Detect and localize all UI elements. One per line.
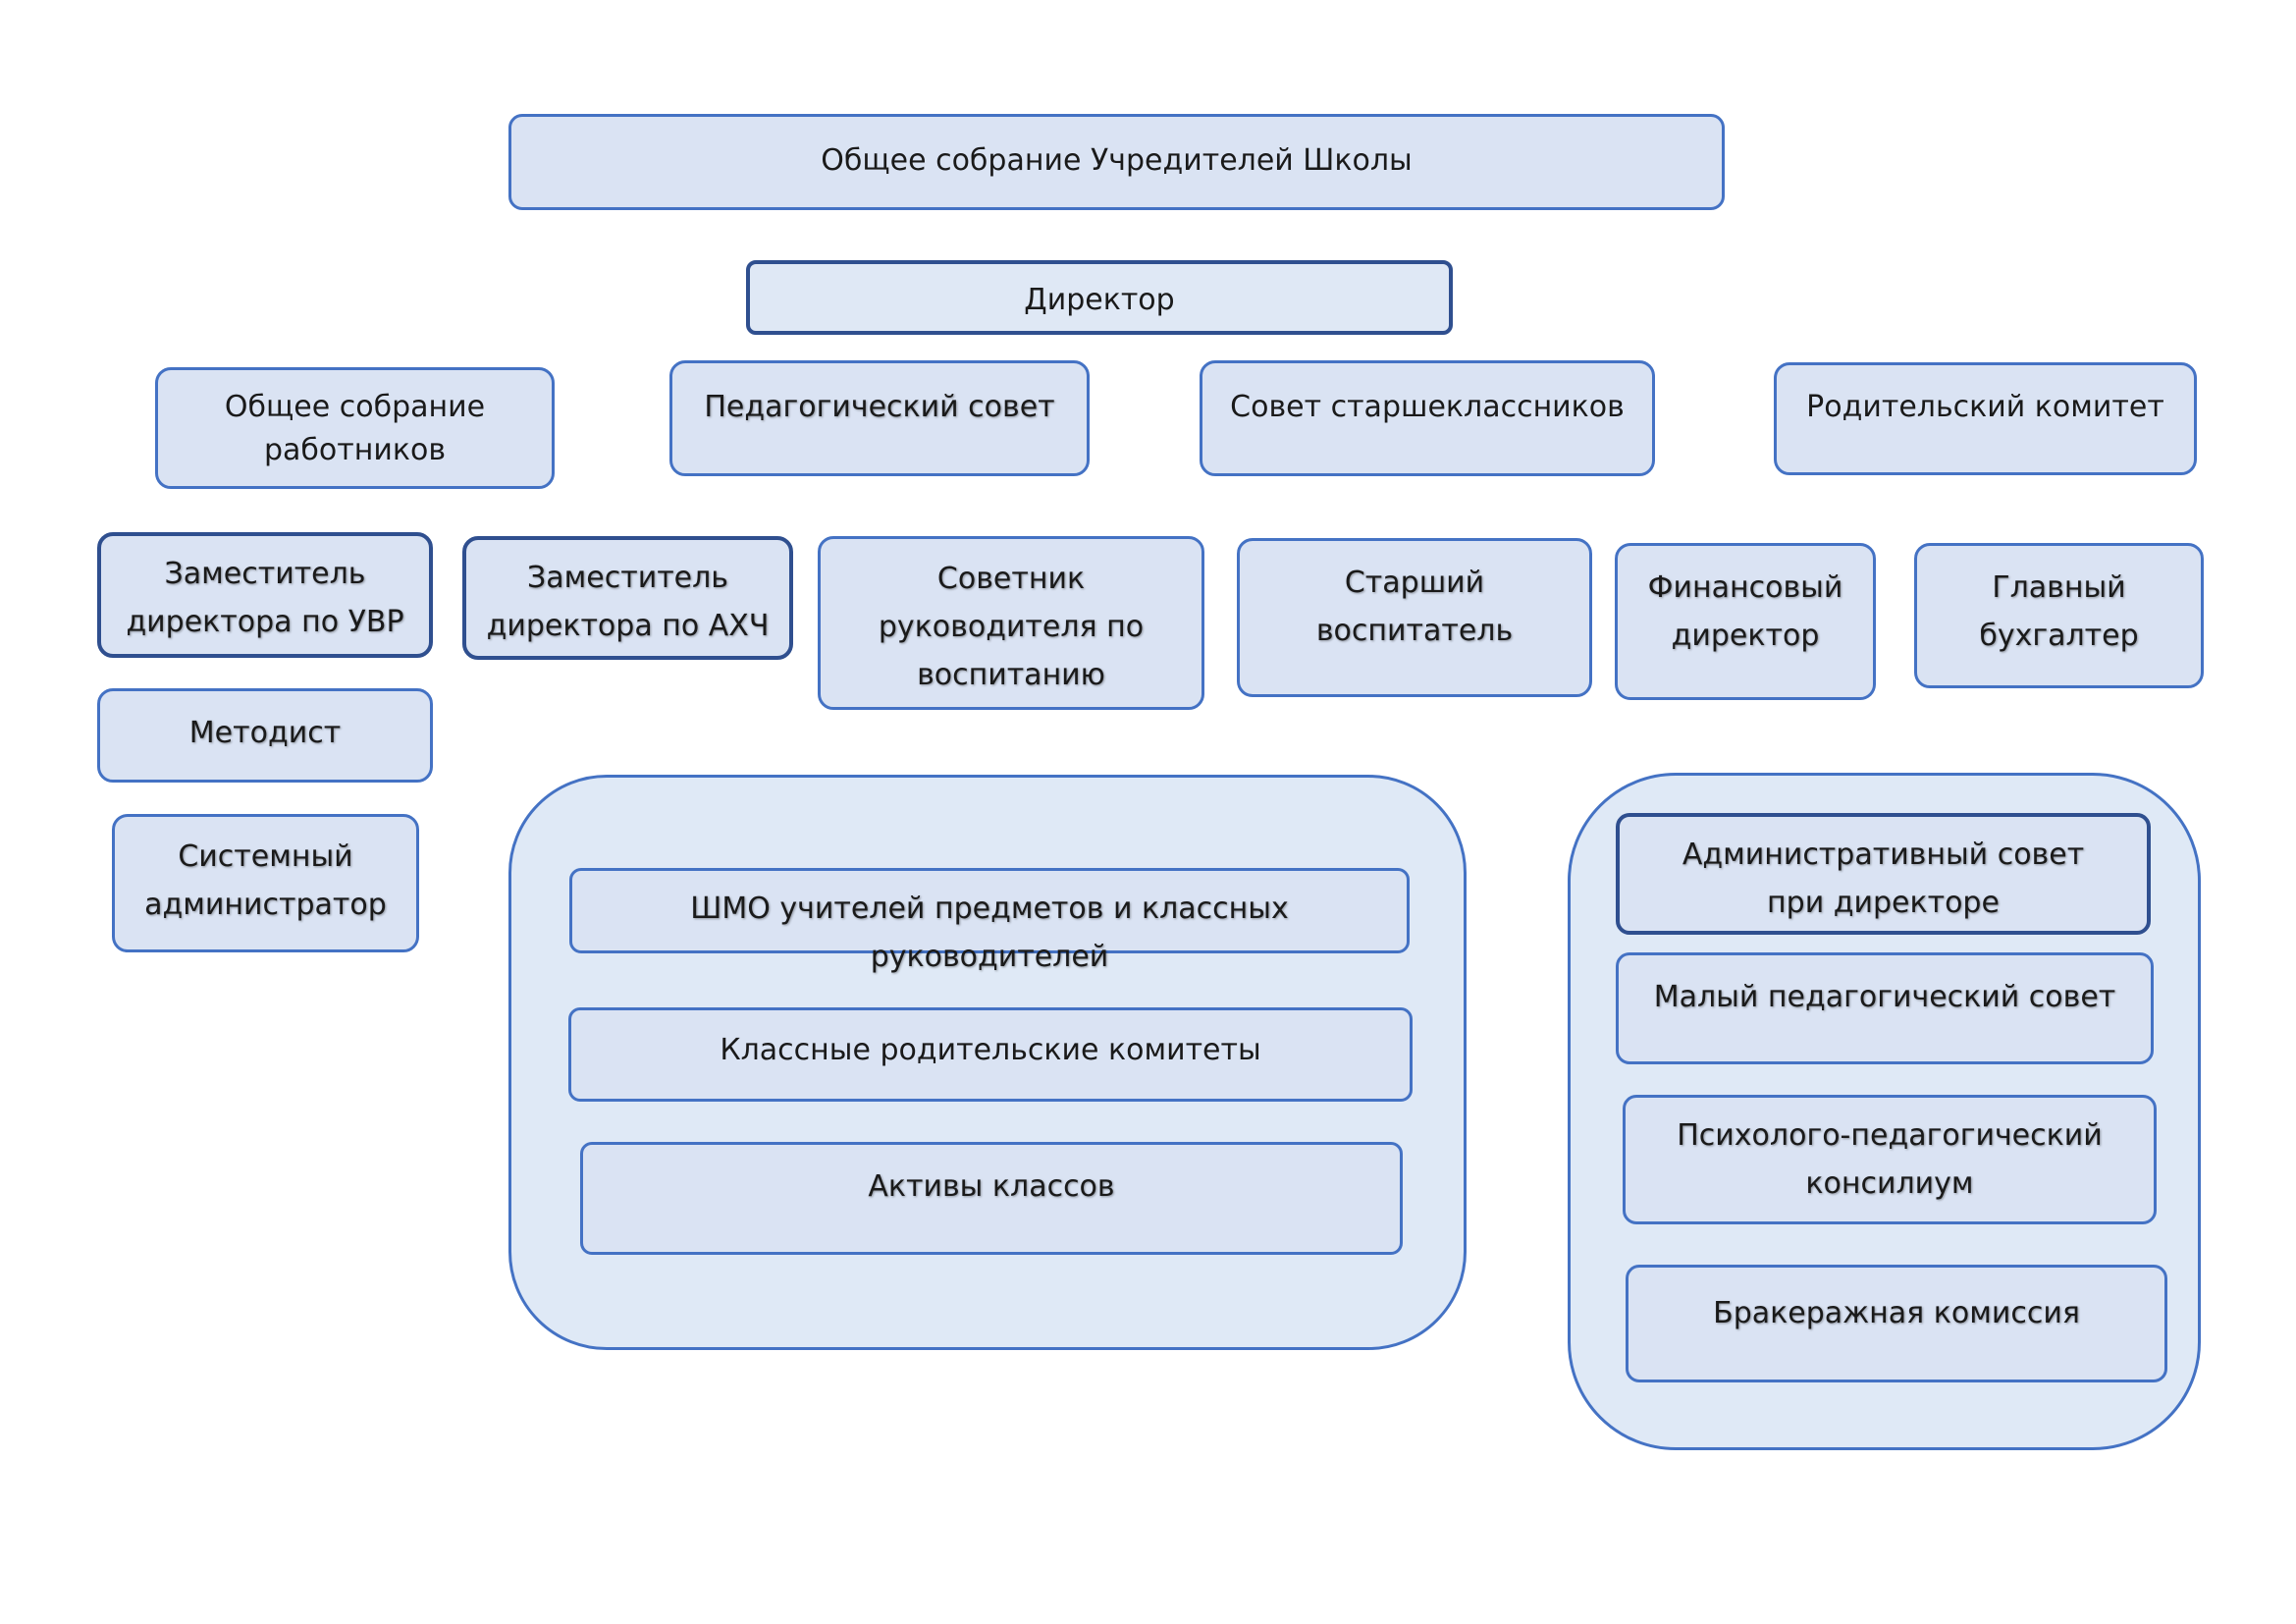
senior-students-council-box: Совет старшеклассников: [1200, 360, 1655, 476]
director-label: Директор: [1024, 283, 1175, 317]
shmo-box: ШМО учителей предметов и классных руково…: [569, 868, 1410, 974]
staff-assembly-label: Общее собрание работников: [224, 390, 486, 467]
deputy-ahch-label: Заместитель директора по АХЧ: [486, 561, 770, 643]
financial-director-box: Финансовый директор: [1615, 543, 1876, 700]
senior-educator-box: Старший воспитатель: [1237, 538, 1592, 697]
admin-council-label: Административный совет при директоре: [1682, 838, 2085, 920]
class-activists-label: Активы классов: [868, 1169, 1115, 1204]
small-ped-council-label: Малый педагогический совет: [1653, 980, 2116, 1014]
pedagogical-council-label: Педагогический совет: [704, 390, 1055, 424]
senior-students-council-label: Совет старшеклассников: [1230, 390, 1625, 424]
deputy-uvr-label: Заместитель директора по УВР: [126, 557, 404, 639]
upbringing-advisor-label: Советник руководителя по воспитанию: [878, 562, 1145, 692]
rejection-commission-label: Бракеражная комиссия: [1713, 1296, 2080, 1330]
class-activists-box: Активы классов: [580, 1142, 1403, 1255]
shmo-label: ШМО учителей предметов и классных руково…: [690, 892, 1289, 974]
psych-ped-council-box: Психолого-педагогический консилиум: [1623, 1095, 2157, 1224]
pedagogical-council-box: Педагогический совет: [669, 360, 1090, 476]
methodist-box: Методист: [97, 688, 433, 783]
upbringing-advisor-box: Советник руководителя по воспитанию: [818, 536, 1204, 710]
small-ped-council-box: Малый педагогический совет: [1616, 952, 2154, 1064]
founders-assembly-label: Общее собрание Учредителей Школы: [821, 143, 1413, 178]
admin-council-box: Административный совет при директоре: [1616, 813, 2151, 935]
parents-committee-label: Родительский комитет: [1806, 390, 2164, 424]
director-box: Директор: [746, 260, 1453, 335]
methodist-label: Методист: [188, 716, 342, 750]
class-parent-committees-box: Классные родительские комитеты: [568, 1007, 1413, 1102]
sysadmin-label: Системный администратор: [144, 839, 387, 922]
psych-ped-council-label: Психолого-педагогический консилиум: [1677, 1118, 2103, 1201]
deputy-uvr-box: Заместитель директора по УВР: [97, 532, 433, 658]
chief-accountant-label: Главный бухгалтер: [1979, 570, 2139, 653]
founders-assembly-box: Общее собрание Учредителей Школы: [508, 114, 1725, 210]
chief-accountant-box: Главный бухгалтер: [1914, 543, 2204, 688]
sysadmin-box: Системный администратор: [112, 814, 419, 952]
senior-educator-label: Старший воспитатель: [1315, 566, 1514, 648]
rejection-commission-box: Бракеражная комиссия: [1626, 1265, 2167, 1382]
financial-director-label: Финансовый директор: [1647, 570, 1843, 653]
parents-committee-box: Родительский комитет: [1774, 362, 2197, 475]
staff-assembly-box: Общее собрание работников: [155, 367, 555, 489]
deputy-ahch-box: Заместитель директора по АХЧ: [462, 536, 793, 660]
class-parent-committees-label: Классные родительские комитеты: [720, 1033, 1261, 1067]
